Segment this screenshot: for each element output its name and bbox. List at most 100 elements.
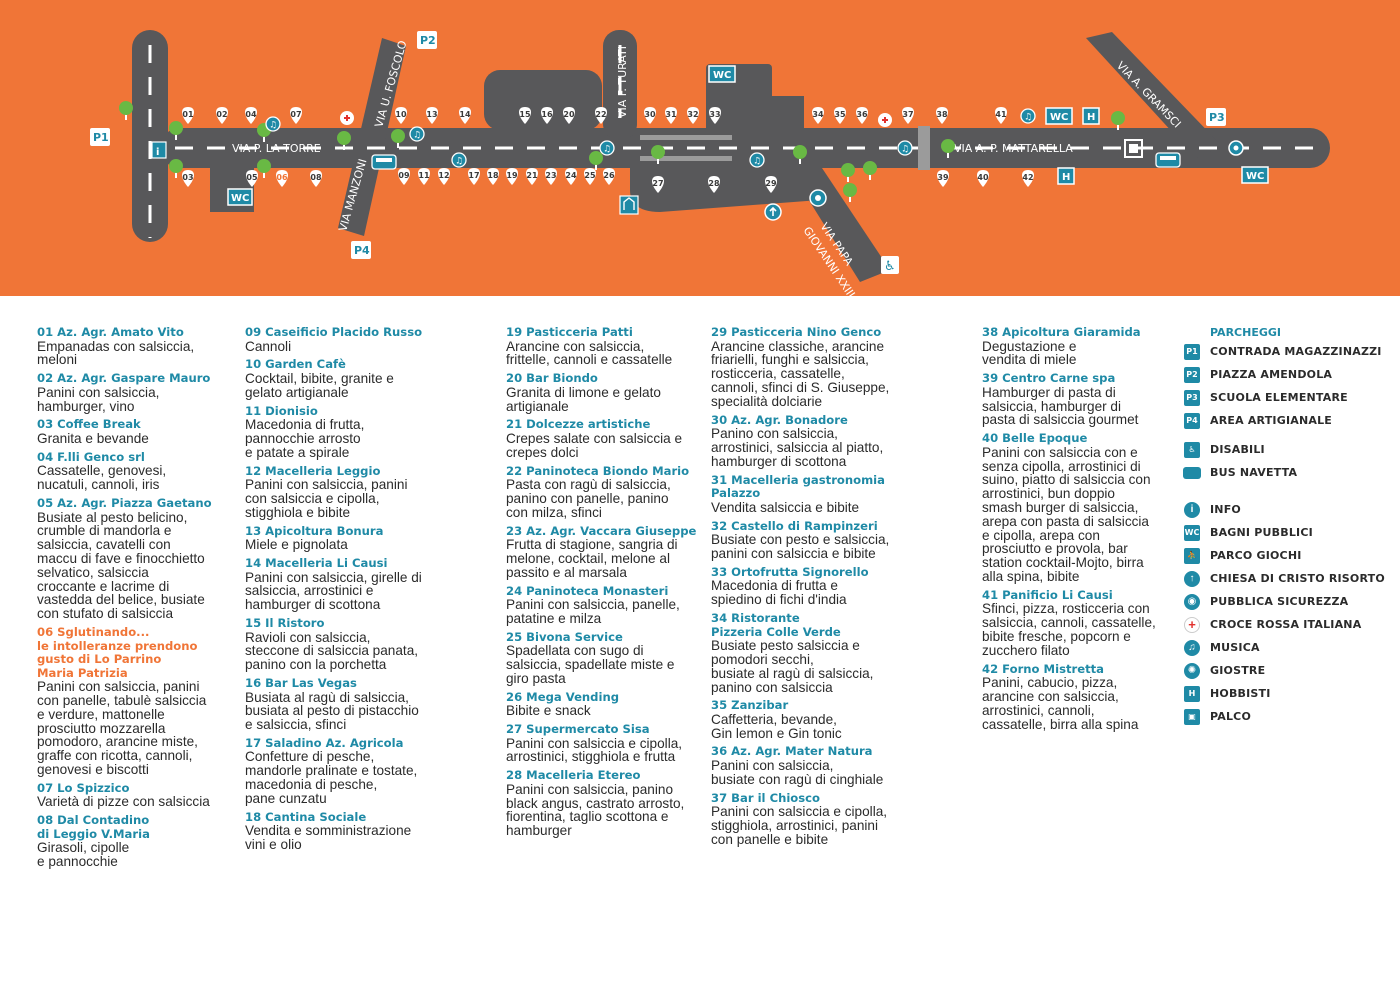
tree-icon: [169, 159, 183, 178]
exhibitor-description: Pasta con ragù di salsiccia, panino con …: [506, 477, 671, 520]
exhibitor-name: 33 Ortofrutta Signorello: [711, 564, 869, 579]
stand-marker: 08: [310, 170, 322, 187]
exhibitor-description: Degustazione e vendita di miele: [982, 338, 1077, 368]
exhibitor-name: 01 Az. Agr. Amato Vito: [37, 325, 184, 339]
key-label: INFO: [1210, 503, 1241, 516]
svg-text:WC: WC: [1050, 112, 1068, 123]
hobbisti-icon: H: [1184, 685, 1200, 702]
exhibitor-name: 35 Zanzibar: [711, 698, 789, 713]
exhibitor-description: Arancine classiche, arancine friarielli,…: [711, 338, 890, 409]
svg-text:14: 14: [459, 110, 471, 119]
exhibitor-name: 12 Macelleria Leggio: [245, 463, 381, 478]
hobbisti-badge-1: H: [1082, 107, 1100, 125]
svg-text:i: i: [156, 147, 159, 158]
exhibitor-description: Panini con salsiccia, panini con panelle…: [37, 679, 207, 778]
stand-marker: 14: [459, 107, 471, 124]
exhibitor-name: 19 Pasticceria Patti: [506, 325, 633, 339]
exhibitor-name: 17 Saladino Az. Agricola: [245, 735, 404, 750]
svg-text:03: 03: [182, 173, 193, 182]
svg-text:34: 34: [812, 110, 824, 119]
svg-text:♫: ♫: [901, 145, 909, 155]
exhibitor-name: 34 Ristorante Pizzeria Colle Verde: [711, 610, 841, 639]
svg-text:29: 29: [765, 179, 777, 188]
key-label: PALCO: [1210, 710, 1251, 723]
stand-marker: 34: [812, 107, 824, 124]
key-label: SCUOLA ELEMENTARE: [1210, 391, 1348, 404]
tree-icon: [589, 151, 603, 170]
stand-marker: 12: [438, 168, 450, 185]
exhibitor-description: Cannoli: [245, 338, 292, 354]
exhibitor-name: 23 Az. Agr. Vaccara Giuseppe: [506, 523, 697, 538]
exhibitor-name: 07 Lo Spizzico: [37, 780, 130, 795]
stand-marker: 06: [276, 170, 288, 187]
wheelchair-icon: ♿: [881, 256, 899, 274]
tree-icon: [119, 101, 133, 120]
exhibitor-description: Sfinci, pizza, rosticceria con salsiccia…: [982, 601, 1156, 658]
parking-title: PARCHEGGI: [1210, 326, 1281, 339]
wc-badge-1: WC: [227, 188, 253, 206]
stand-marker: 04: [245, 107, 257, 124]
exhibitor-name: 26 Mega Vending: [506, 689, 620, 704]
stand-marker: 17: [468, 168, 480, 185]
stand-marker: 02: [216, 107, 228, 124]
tree-icon: [843, 183, 857, 202]
tree-icon: [863, 161, 877, 180]
exhibitor-description: Panini con salsiccia, hamburger, vino: [37, 384, 160, 414]
key-poi-5: +CROCE ROSSA ITALIANA: [1183, 613, 1393, 636]
stand-marker: 26: [603, 168, 615, 185]
wc-badge-4: WC: [1241, 166, 1269, 184]
red-cross-icon: [878, 113, 892, 127]
svg-text:01: 01: [182, 110, 194, 119]
stand-marker: 19: [506, 168, 518, 185]
music-icon: ♫: [749, 152, 765, 168]
exhibitor-description: Confetture di pesche, mandorle pralinate…: [245, 749, 418, 806]
stage-icon: ▣: [1184, 708, 1200, 725]
svg-text:23: 23: [545, 171, 556, 180]
exhibitor-description: Busiate al pesto belicino, crumble di ma…: [37, 509, 205, 622]
svg-text:42: 42: [1022, 173, 1033, 182]
stand-marker: 28: [708, 176, 720, 193]
stand-marker: 36: [856, 107, 868, 124]
svg-text:WC: WC: [1246, 171, 1264, 182]
exhibitor-name: 37 Bar il Chiosco: [711, 790, 821, 805]
wc-icon: WC: [1184, 524, 1200, 541]
stage-icon: [1124, 139, 1143, 158]
stand-marker: 10: [395, 107, 407, 124]
music-icon: ♫: [1184, 639, 1200, 656]
security-icon: [809, 189, 827, 207]
svg-text:17: 17: [468, 171, 479, 180]
svg-text:21: 21: [526, 171, 538, 180]
parking-badge-icon: P2: [1184, 366, 1200, 383]
exhibitor-name: 31 Macelleria gastronomia Palazzo: [711, 472, 885, 501]
svg-text:02: 02: [216, 110, 227, 119]
svg-text:18: 18: [487, 171, 499, 180]
playground-icon: ⛹: [1184, 547, 1200, 564]
key-poi-7: ✺GIOSTRE: [1183, 659, 1393, 682]
church-icon: ↑: [1184, 570, 1200, 587]
stand-marker: 41: [995, 107, 1007, 124]
event-map: VIA P. LA TORRE VIA A. P. MATTARELLA VIA…: [0, 0, 1400, 296]
stand-marker: 42: [1022, 170, 1034, 187]
key-label: DISABILI: [1210, 443, 1265, 456]
map-svg: VIA P. LA TORRE VIA A. P. MATTARELLA VIA…: [90, 30, 1330, 296]
key-poi-3: ↑CHIESA DI CRISTO RISORTO: [1183, 567, 1393, 590]
svg-text:38: 38: [936, 110, 948, 119]
carousel-icon: [1228, 140, 1244, 156]
